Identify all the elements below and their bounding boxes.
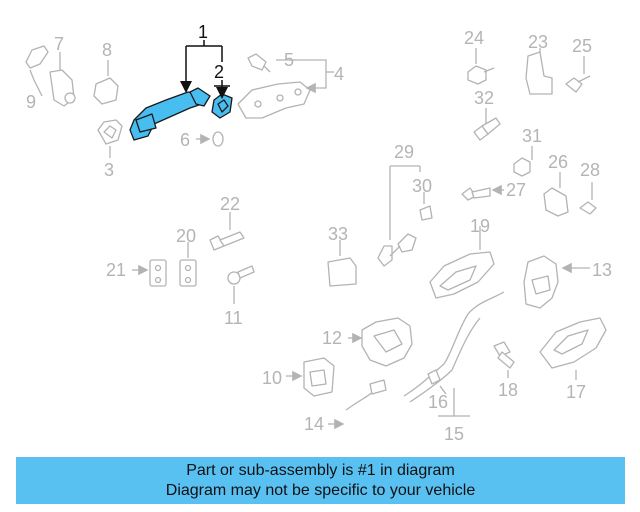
parts-diagram: 1 2 3 4 5 6 7 8 9 10 11 12 13 14 15 16 1…	[25, 22, 612, 444]
callout-24: 24	[464, 28, 484, 48]
callout-31: 31	[522, 126, 542, 146]
callout-4: 4	[334, 64, 344, 84]
info-banner: Part or sub-assembly is #1 in diagram Di…	[16, 457, 625, 504]
part-17-bezel[interactable]	[539, 317, 607, 380]
part-26-clip[interactable]	[543, 172, 569, 217]
callout-29: 29	[394, 142, 414, 162]
callout-10: 10	[262, 368, 282, 388]
callout-23: 23	[528, 32, 548, 52]
part-20-plate[interactable]	[179, 242, 197, 287]
part-30-clip[interactable]	[419, 192, 433, 221]
callout-33: 33	[328, 224, 348, 244]
part-22-bolt[interactable]	[209, 212, 245, 251]
part-11-bolt[interactable]	[227, 265, 255, 304]
part-2-handle-cover[interactable]	[211, 93, 233, 119]
callout-12: 12	[322, 328, 342, 348]
part-3-pad[interactable]	[97, 119, 123, 158]
banner-line-2: Diagram may not be specific to your vehi…	[165, 482, 476, 499]
callout-21: 21	[106, 260, 126, 280]
part-5-screw[interactable]	[247, 53, 334, 94]
callout-15: 15	[444, 424, 464, 444]
callout-3: 3	[104, 160, 114, 180]
part-32-bolt[interactable]	[473, 108, 501, 141]
part-28-screw[interactable]	[579, 182, 597, 215]
part-21-plate[interactable]	[132, 259, 167, 287]
callout-8: 8	[102, 40, 112, 60]
part-23-bracket[interactable]	[525, 48, 553, 95]
part-19-inside-handle[interactable]	[429, 226, 495, 299]
callout-28: 28	[580, 160, 600, 180]
callout-11: 11	[224, 308, 243, 328]
part-1-outside-handle[interactable]	[129, 87, 211, 141]
part-8-cap[interactable]	[93, 60, 119, 105]
part-18-bolt[interactable]	[493, 341, 515, 378]
part-33-bracket[interactable]	[327, 240, 357, 287]
callout-22: 22	[220, 194, 240, 214]
callout-20: 20	[176, 226, 196, 246]
part-29-rod[interactable]	[377, 165, 421, 267]
banner-line-1: Part or sub-assembly is #1 in diagram	[186, 462, 455, 479]
part-31-nut[interactable]	[513, 146, 533, 177]
callout-13: 13	[592, 260, 612, 280]
callout-6: 6	[180, 130, 190, 150]
callout-30: 30	[412, 176, 432, 196]
part-12-door-lock[interactable]	[348, 317, 413, 367]
callout-7: 7	[54, 34, 64, 54]
part-15-cable[interactable]	[403, 291, 505, 417]
part-25-screw[interactable]	[565, 56, 591, 93]
part-10-actuator[interactable]	[286, 357, 335, 397]
part-16-clip[interactable]	[427, 369, 447, 395]
part-14-cable[interactable]	[328, 379, 387, 430]
callout-17: 17	[566, 382, 586, 402]
callout-18: 18	[498, 380, 518, 400]
callout-25: 25	[572, 36, 592, 56]
callout-9: 9	[26, 92, 36, 112]
part-24-nut[interactable]	[467, 48, 495, 85]
part-27-bolt[interactable]	[461, 184, 504, 201]
callout-1: 1	[198, 22, 208, 42]
part-9-gasket[interactable]	[29, 69, 43, 97]
callout-26: 26	[548, 152, 568, 172]
callout-32: 32	[474, 88, 494, 108]
callout-27: 27	[506, 180, 526, 200]
callout-5: 5	[284, 50, 294, 70]
callout-16: 16	[428, 392, 448, 412]
part-4-handle-frame[interactable]	[237, 81, 311, 119]
callout-14: 14	[304, 414, 324, 434]
callout-19: 19	[470, 216, 490, 236]
part-13-latch[interactable]	[523, 255, 590, 309]
callout-2: 2	[214, 62, 224, 82]
part-6-ring[interactable]	[196, 131, 224, 147]
part-7-lock-cylinder[interactable]	[25, 45, 76, 107]
